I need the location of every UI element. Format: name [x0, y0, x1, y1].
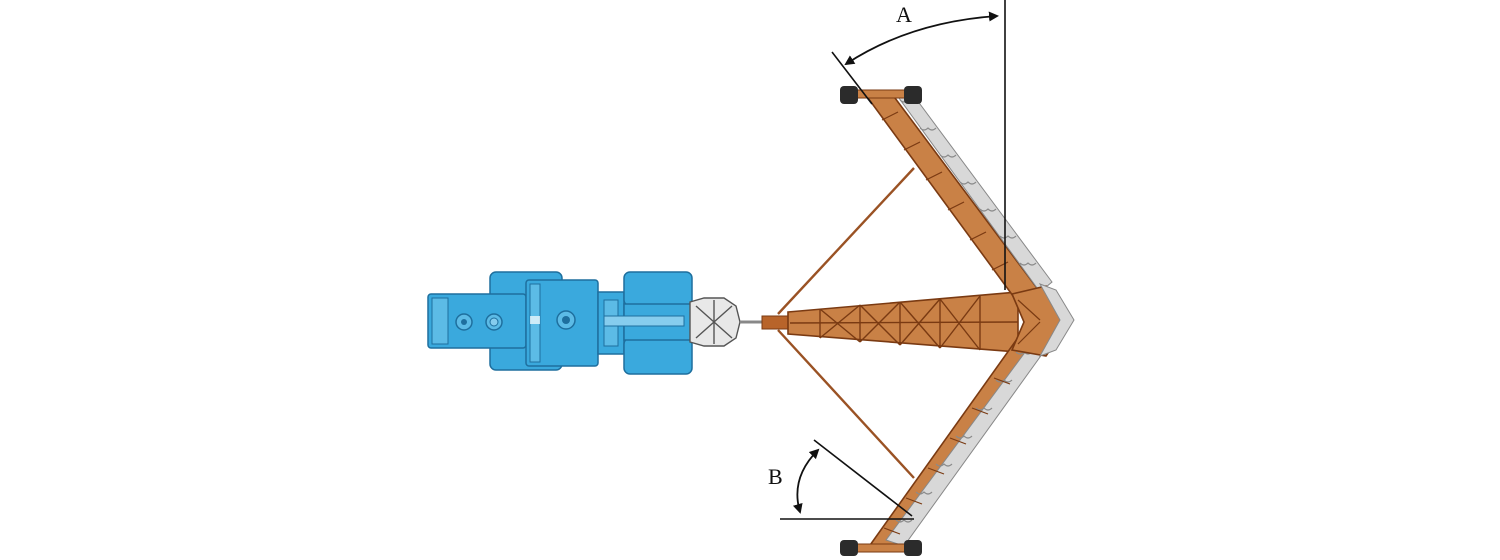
upper-caster-wheel-right	[904, 86, 922, 104]
upper-caster-wheel-left	[840, 86, 858, 104]
hitch-coupler-icon	[689, 297, 762, 347]
angle-b-arc	[792, 448, 820, 514]
angle-a-arc	[844, 11, 999, 66]
tractor-front-wheel-top	[623, 271, 693, 307]
tractor-drawbar	[603, 315, 685, 327]
apex-joint	[1010, 283, 1075, 357]
main-tongue	[761, 291, 1019, 353]
angle-b-label: B	[768, 464, 783, 489]
tractor	[427, 271, 695, 375]
angle-a-label: A	[896, 2, 912, 27]
tractor-front-wheel-bottom	[623, 337, 693, 375]
angle-b-annotation: B	[768, 439, 914, 520]
angle-a-wing-extension-line	[831, 51, 873, 105]
lower-caster-wheel-right	[904, 540, 922, 556]
lower-caster-wheel-left	[840, 540, 858, 556]
upper-wing-beam	[840, 86, 1053, 301]
brace-rods	[777, 167, 915, 479]
angle-b-wing-extension-line	[813, 439, 913, 517]
caster-wheel-icon	[840, 86, 922, 104]
caster-wheel-icon	[840, 540, 922, 556]
angle-a-annotation: A	[831, 0, 1006, 290]
lower-wing-beam	[840, 316, 1059, 556]
